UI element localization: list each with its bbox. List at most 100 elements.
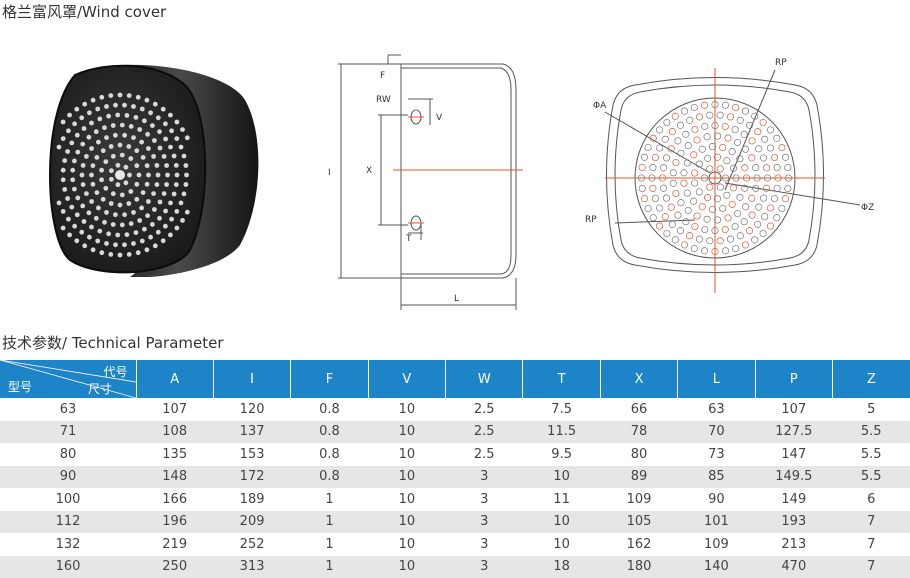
table-corner-cell: 代号 尺寸 型号 — [0, 360, 136, 398]
page-title: 格兰富风罩/Wind cover — [2, 3, 167, 21]
wind-cover-photo — [40, 55, 270, 280]
table-cell: 166 — [162, 491, 188, 507]
section-title: 技术参数/ Technical Parameter — [2, 334, 224, 352]
table-cell: 470 — [755, 555, 833, 578]
table-cell: 66 — [630, 401, 648, 417]
column-header: A — [135, 360, 214, 398]
column-header: F — [290, 360, 369, 398]
column-header: W — [445, 360, 523, 398]
table-cell: 10 — [368, 510, 446, 533]
table-cell: 10 — [368, 420, 446, 443]
table-cell: 149 — [781, 491, 807, 507]
table-cell: 147 — [781, 446, 807, 462]
table-cell: 9.5 — [551, 446, 572, 462]
table-cell: 189 — [239, 491, 265, 507]
model-cell: 80 — [59, 446, 77, 462]
table-cell: 1 — [325, 536, 334, 552]
model-cell: 112 — [0, 510, 136, 533]
table-cell: 120 — [239, 401, 265, 417]
table-cell: 149.5 — [755, 465, 833, 488]
table-cell: 250 — [136, 555, 214, 578]
dim-label-v: V — [436, 113, 443, 123]
column-header: L — [677, 360, 756, 398]
model-cell: 71 — [0, 420, 136, 443]
column-header: Z — [832, 360, 910, 398]
table-cell: 10 — [398, 491, 416, 507]
dim-label-phi-a: ΦA — [593, 101, 607, 111]
table-cell: 85 — [677, 465, 756, 488]
table-cell: 193 — [755, 510, 833, 533]
table-cell: 7 — [867, 536, 876, 552]
table-cell: 7.5 — [551, 401, 572, 417]
table-cell: 105 — [600, 510, 678, 533]
table-cell: 140 — [677, 555, 756, 578]
table-cell: 2.5 — [473, 446, 495, 462]
table-cell: 108 — [136, 420, 214, 443]
table-cell: 80 — [630, 446, 648, 462]
table-cell: 10 — [398, 401, 416, 417]
table-cell: 7 — [832, 555, 910, 578]
table-cell: 5 — [867, 401, 876, 417]
corner-label-size: 尺寸 — [88, 382, 113, 396]
front-view-drawing: RP ΦA RP ΦZ — [585, 50, 900, 295]
table-cell: 109 — [626, 491, 652, 507]
model-cell: 132 — [55, 536, 81, 552]
table-cell: 153 — [239, 446, 265, 462]
model-cell: 160 — [0, 555, 136, 578]
table-cell: 6 — [867, 491, 876, 507]
table-cell: 3 — [445, 510, 523, 533]
table-cell: 172 — [213, 465, 291, 488]
table-cell: 63 — [708, 401, 725, 417]
dim-label-phi-z: ΦZ — [861, 203, 874, 213]
table-cell: 1 — [325, 491, 334, 507]
table-cell: 2.5 — [445, 420, 523, 443]
dim-label-rw: RW — [376, 95, 391, 105]
table-cell: 1 — [290, 555, 369, 578]
dim-label-i: I — [328, 168, 331, 178]
table-cell: 107 — [162, 401, 188, 417]
table-cell: 10 — [368, 465, 446, 488]
corner-label-code: 代号 — [103, 365, 128, 379]
table-cell: 3 — [480, 536, 489, 552]
table-cell: 313 — [213, 555, 291, 578]
corner-label-model: 型号 — [8, 380, 33, 394]
table-cell: 18 — [522, 555, 601, 578]
table-cell: 90 — [708, 491, 725, 507]
table-cell: 89 — [600, 465, 678, 488]
table-cell: 10 — [398, 446, 416, 462]
table-cell: 0.8 — [319, 401, 340, 417]
table-header-row: 代号 尺寸 型号 A I F V W T X L P Z — [0, 360, 910, 398]
dim-label-t: T — [405, 234, 412, 244]
column-header: X — [599, 360, 678, 398]
table-cell: 3 — [445, 465, 523, 488]
table-cell: 196 — [136, 510, 214, 533]
table-cell: 10 — [368, 555, 446, 578]
table-cell: 1 — [290, 510, 369, 533]
dim-label-l: L — [454, 294, 459, 304]
table-cell: 101 — [677, 510, 756, 533]
table-cell: 180 — [600, 555, 678, 578]
column-header: P — [754, 360, 833, 398]
table-cell: 10 — [398, 536, 416, 552]
table-cell: 7 — [832, 510, 910, 533]
table-cell: 5.5 — [832, 420, 910, 443]
dim-label-rp-left: RP — [585, 215, 597, 225]
side-view-drawing: F RW V I X T L — [318, 35, 548, 320]
table-cell: 148 — [136, 465, 214, 488]
table-cell: 5.5 — [832, 465, 910, 488]
column-header: V — [367, 360, 446, 398]
table-cell: 135 — [162, 446, 188, 462]
table-cell: 10 — [553, 536, 570, 552]
table-cell: 3 — [480, 491, 489, 507]
dim-label-x: X — [366, 166, 372, 176]
table-cell: 219 — [162, 536, 188, 552]
table-cell: 109 — [704, 536, 729, 552]
table-cell: 0.8 — [290, 420, 369, 443]
